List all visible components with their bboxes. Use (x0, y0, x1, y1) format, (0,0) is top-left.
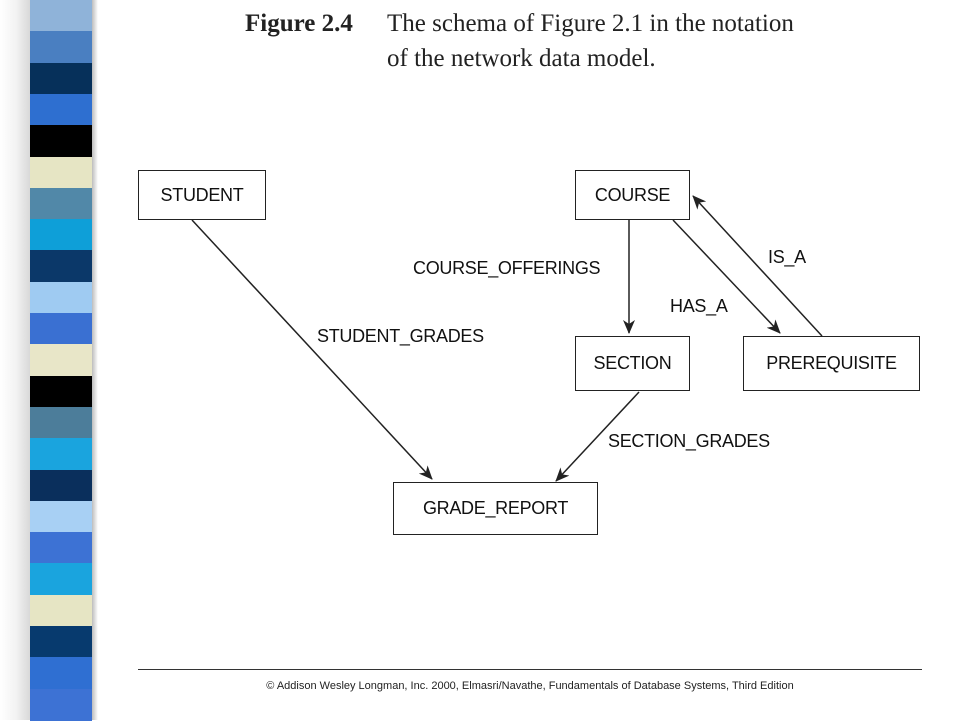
stripe-band (30, 438, 92, 471)
set-label-course-offerings: COURSE_OFFERINGS (413, 258, 601, 278)
stripe-band (30, 31, 92, 64)
record-prerequisite: PREREQUISITE (743, 336, 920, 391)
figure-label: Figure 2.4 (245, 10, 353, 37)
set-label-section-grades: SECTION_GRADES (608, 431, 770, 451)
stripe-band (30, 532, 92, 565)
arrow-student-grades (191, 219, 433, 480)
record-grade-report-label: GRADE_REPORT (422, 498, 569, 518)
set-label-has-a: HAS_A (670, 296, 728, 316)
stripe-band (30, 62, 92, 95)
stripe-band (30, 626, 92, 659)
stripe-band (30, 187, 92, 221)
footer-divider (138, 669, 922, 670)
stripe-band (30, 344, 92, 377)
record-section: SECTION (575, 336, 690, 391)
record-course: COURSE (575, 170, 690, 220)
stripe-band (30, 657, 92, 690)
stripe-shadow (92, 0, 98, 720)
stripe-band (30, 250, 92, 283)
stripe-band (30, 375, 92, 408)
stripe-band (30, 281, 92, 315)
stripe-band (30, 500, 92, 534)
record-student: STUDENT (138, 170, 266, 220)
decorative-stripe-bar (0, 0, 98, 721)
stripe-band (30, 594, 92, 628)
stripe-band (30, 219, 92, 252)
record-grade-report: GRADE_REPORT (393, 482, 598, 535)
stripe-band (30, 688, 92, 721)
arrow-section-grades (555, 391, 640, 482)
stripe-band (30, 313, 92, 346)
stripe-band (30, 0, 92, 33)
stripe-band (30, 93, 92, 127)
record-student-label: STUDENT (160, 184, 244, 205)
set-label-student-grades: STUDENT_GRADES (317, 326, 484, 346)
stripe-band (30, 406, 92, 440)
arrow-has-a (672, 219, 781, 334)
arrow-is-a (692, 195, 823, 337)
copyright-footer: © Addison Wesley Longman, Inc. 2000, Elm… (266, 680, 794, 692)
record-course-label: COURSE (594, 184, 671, 205)
record-section-label: SECTION (593, 353, 672, 373)
stripe-left-shade (0, 0, 30, 720)
stripe-band (30, 125, 92, 158)
set-label-is-a: IS_A (768, 247, 806, 267)
figure-caption-line-1: The schema of Figure 2.1 in the notation (387, 10, 794, 37)
figure-caption-line-2: of the network data model. (387, 45, 656, 72)
stripe-band (30, 469, 92, 502)
stripe-band (30, 156, 92, 189)
stripe-band (30, 563, 92, 596)
record-prerequisite-label: PREREQUISITE (766, 353, 897, 373)
